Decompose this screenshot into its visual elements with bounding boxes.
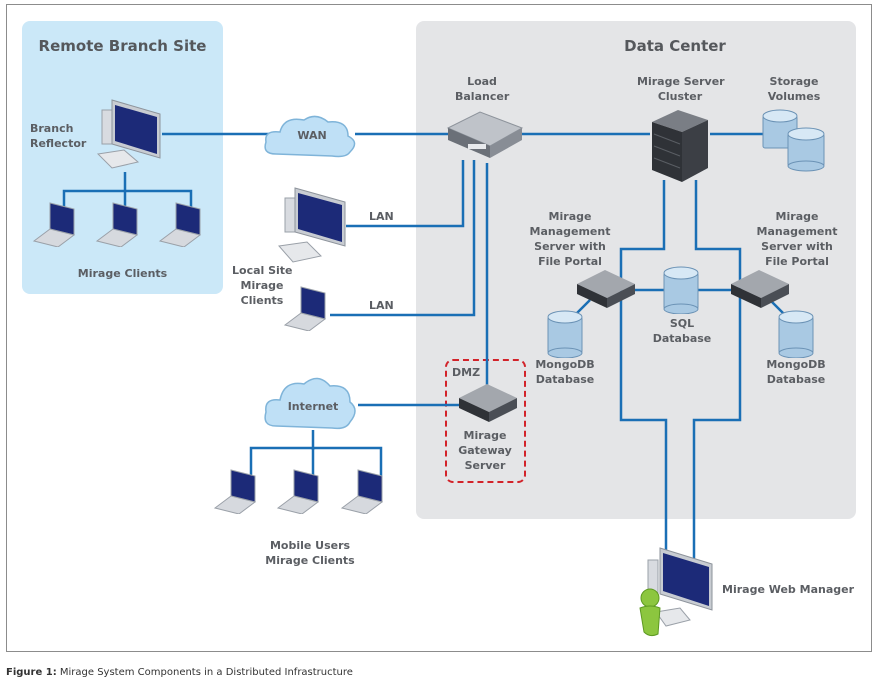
label-line: Balancer bbox=[455, 90, 510, 103]
label-line: Clients bbox=[240, 294, 284, 307]
link-cluster-mgmt-right bbox=[692, 180, 742, 565]
internet-cloud-icon bbox=[264, 377, 356, 430]
label-line: Branch bbox=[30, 122, 74, 135]
mgmt-server-left-label: Mirage Management Server with File Porta… bbox=[528, 209, 612, 269]
label-line: SQL bbox=[669, 317, 695, 330]
laptop-icon bbox=[276, 469, 320, 514]
load-balancer-icon bbox=[446, 111, 524, 158]
mongodb-database-icon bbox=[778, 310, 814, 358]
label-line: Database bbox=[535, 373, 595, 386]
figure-caption: Figure 1: Mirage System Components in a … bbox=[6, 667, 353, 678]
link-lb-lan1 bbox=[346, 160, 465, 228]
label-line: Server with bbox=[534, 240, 606, 253]
mobile-clients-label: Mobile Users Mirage Clients bbox=[250, 538, 370, 568]
wan-label: WAN bbox=[297, 129, 327, 142]
label-line: MongoDB bbox=[766, 358, 826, 371]
label-line: Mobile Users bbox=[269, 539, 351, 552]
label-line: File Portal bbox=[538, 255, 602, 268]
load-balancer-label: Load Balancer bbox=[455, 74, 509, 104]
label-line: Mirage bbox=[775, 210, 819, 223]
caption-text: Mirage System Components in a Distribute… bbox=[56, 667, 353, 678]
link-internet-mobile-bus bbox=[249, 446, 383, 478]
laptop-icon bbox=[95, 202, 139, 247]
gateway-server-icon bbox=[459, 384, 517, 422]
label-line: Mirage bbox=[463, 429, 507, 442]
management-server-icon bbox=[731, 270, 789, 308]
label-line: Mirage Clients bbox=[265, 554, 355, 567]
sql-database-icon bbox=[663, 266, 699, 314]
label-line: Database bbox=[766, 373, 826, 386]
label-line: Management bbox=[529, 225, 611, 238]
label-line: Server bbox=[464, 459, 506, 472]
label-line: MongoDB bbox=[535, 358, 595, 371]
lan-label-1: LAN bbox=[369, 210, 394, 223]
label-line: Mirage bbox=[548, 210, 592, 223]
remote-branch-title: Remote Branch Site bbox=[38, 37, 207, 55]
label-line: Reflector bbox=[30, 137, 87, 150]
mongodb-database-icon bbox=[547, 310, 583, 358]
label-line: Database bbox=[652, 332, 712, 345]
label-line: Load bbox=[467, 75, 497, 88]
lan-label-2: LAN bbox=[369, 299, 394, 312]
mongodb-right-label: MongoDB Database bbox=[766, 357, 826, 387]
laptop-icon bbox=[283, 286, 327, 331]
desktop-computer-icon bbox=[278, 187, 346, 263]
admin-workstation-icon bbox=[639, 547, 713, 637]
laptop-icon bbox=[213, 469, 257, 514]
link-cluster-mgmt-left bbox=[619, 180, 668, 562]
laptop-icon bbox=[340, 469, 384, 514]
remote-clients-label: Mirage Clients bbox=[77, 267, 168, 280]
sql-database-label: SQL Database bbox=[652, 316, 712, 346]
label-line: Mirage Server bbox=[637, 75, 725, 88]
data-center-zone bbox=[416, 21, 856, 519]
label-line: File Portal bbox=[765, 255, 829, 268]
management-server-icon bbox=[577, 270, 635, 308]
wan-cloud-icon bbox=[264, 115, 356, 158]
server-cluster-label: Mirage Server Cluster bbox=[637, 74, 725, 104]
caption-label: Figure 1: bbox=[6, 667, 57, 678]
label-line: Local Site bbox=[232, 264, 293, 277]
label-line: Server with bbox=[761, 240, 833, 253]
gateway-server-label: Mirage Gateway Server bbox=[455, 428, 515, 473]
label-line: Storage bbox=[769, 75, 819, 88]
laptop-icon bbox=[32, 202, 76, 247]
server-rack-icon bbox=[652, 110, 708, 182]
branch-reflector-label: Branch Reflector bbox=[30, 121, 86, 151]
dmz-label: DMZ bbox=[452, 366, 481, 379]
internet-label: Internet bbox=[287, 400, 339, 413]
label-line: Gateway bbox=[458, 444, 512, 457]
laptop-icon bbox=[158, 202, 202, 247]
data-center-title: Data Center bbox=[624, 37, 726, 55]
mongodb-left-label: MongoDB Database bbox=[535, 357, 595, 387]
label-line: Volumes bbox=[767, 90, 821, 103]
storage-volumes-icon bbox=[762, 109, 825, 172]
dmz-zone bbox=[445, 359, 526, 483]
desktop-computer-icon bbox=[96, 99, 161, 169]
link-lb-lan2 bbox=[330, 160, 476, 317]
label-line: Cluster bbox=[657, 90, 703, 103]
label-line: Mirage bbox=[240, 279, 284, 292]
link-branch-clients-bus bbox=[62, 189, 193, 208]
storage-label: Storage Volumes bbox=[763, 74, 825, 104]
mgmt-server-right-label: Mirage Management Server with File Porta… bbox=[755, 209, 839, 269]
web-manager-label: Mirage Web Manager bbox=[722, 583, 855, 596]
label-line: Management bbox=[756, 225, 838, 238]
local-clients-label: Local Site Mirage Clients bbox=[232, 263, 293, 308]
